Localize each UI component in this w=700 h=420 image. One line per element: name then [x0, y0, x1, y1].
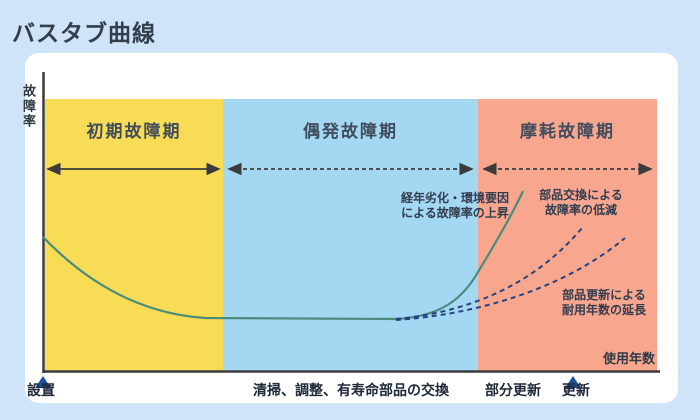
annotation-line: 部品更新による — [562, 288, 646, 302]
region-label-initial-failure: 初期故障期 — [86, 122, 182, 141]
page-title: バスタブ曲線 — [12, 20, 156, 46]
annotation-line: 経年劣化・環境要因 — [400, 191, 509, 205]
region-label-wearout-failure: 摩耗故障期 — [520, 122, 615, 141]
annotation-line: 故障率の低減 — [544, 203, 617, 217]
y-axis-label: 故障率 — [21, 84, 36, 129]
annotation-line: による故障率の上昇 — [401, 206, 509, 220]
annotation-parts-renewal: 部品更新による 耐用年数の延長 — [544, 288, 664, 318]
x-axis-label: 使用年数 — [602, 351, 655, 366]
milestone-partial-renewal: 部分更新 — [485, 382, 541, 398]
region-label-random-failure: 偶発故障期 — [303, 122, 398, 141]
annotation-line: 部品交換による — [539, 188, 623, 202]
annotation-parts-replacement: 部品交換による 故障率の低減 — [521, 188, 641, 218]
milestone-renewal: 更新 — [562, 382, 590, 398]
annotation-line: 耐用年数の延長 — [561, 303, 646, 317]
milestone-installation: 設置 — [27, 382, 55, 398]
annotation-aging-deterioration: 経年劣化・環境要因 による故障率の上昇 — [398, 191, 512, 221]
milestone-cleaning-adjustment: 清掃、調整、有寿命部品の交換 — [253, 382, 449, 398]
